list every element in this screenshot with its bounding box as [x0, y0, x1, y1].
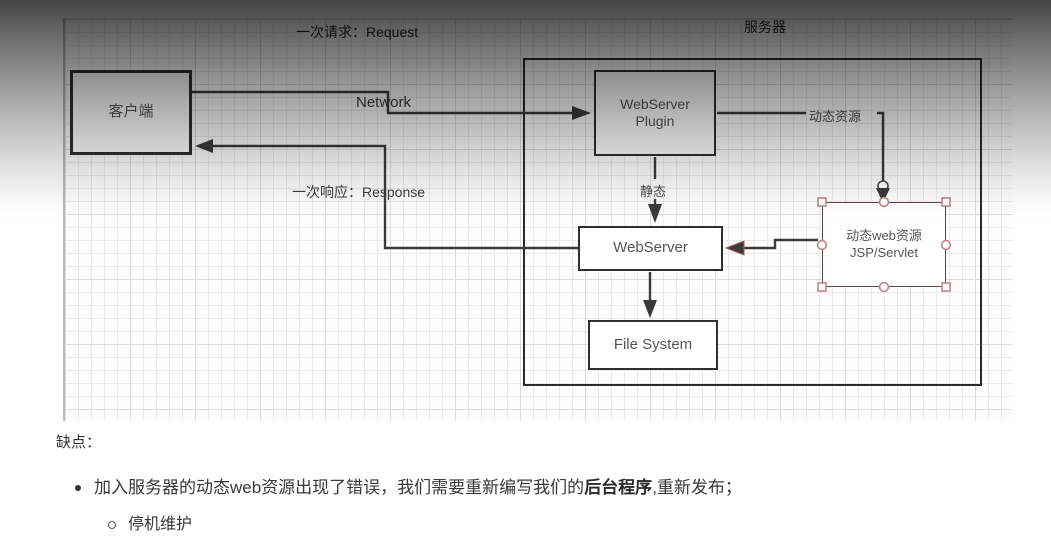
dynamic-resource-label: 动态资源 [809, 109, 862, 124]
jsp-arrowhead [724, 240, 745, 256]
handle-right-mid[interactable] [940, 239, 952, 251]
sub-bullet-text: 停机维护 [128, 516, 193, 533]
server-title-label: 服务器 [744, 19, 786, 35]
handle-top-right[interactable] [941, 197, 951, 207]
hollow-bullet-icon [108, 521, 116, 529]
handle-left-mid[interactable] [816, 239, 828, 251]
sub-list-item: 停机维护 [108, 515, 192, 536]
request-arrowhead [572, 106, 591, 120]
notes-heading: 缺点： [56, 434, 102, 451]
handle-bottom-right[interactable] [941, 282, 951, 292]
jsp-selection-handles [816, 196, 952, 293]
static-arrowhead [648, 204, 662, 223]
filesystem-arrowhead [643, 300, 657, 318]
bullet-dot-icon [75, 485, 81, 491]
network-label: Network [356, 94, 412, 111]
bullet-text-suffix: ,重新发布； [652, 478, 742, 497]
handle-top-left[interactable] [817, 197, 827, 207]
handle-bottom-left[interactable] [817, 282, 827, 292]
request-flow-label: 一次请求：Request [296, 24, 419, 40]
handle-bottom-mid[interactable] [878, 281, 890, 293]
jsp-to-webserver-connector [744, 238, 818, 250]
dynamic-connector-v [877, 111, 885, 181]
response-flow-label: 一次响应：Response [292, 184, 426, 200]
bullet-text: 加入服务器的动态web资源出现了错误，我们需要重新编写我们的后台程序,重新发布； [94, 477, 742, 499]
static-resource-label: 静态 [640, 184, 667, 199]
response-arrowhead [195, 139, 213, 153]
bullet-text-prefix: 加入服务器的动态web资源出现了错误，我们需要重新编写我们的 [94, 478, 585, 497]
handle-top-mid[interactable] [878, 196, 890, 208]
list-item: 加入服务器的动态web资源出现了错误，我们需要重新编写我们的后台程序,重新发布； [75, 477, 975, 499]
bullet-text-bold: 后台程序 [584, 478, 653, 497]
